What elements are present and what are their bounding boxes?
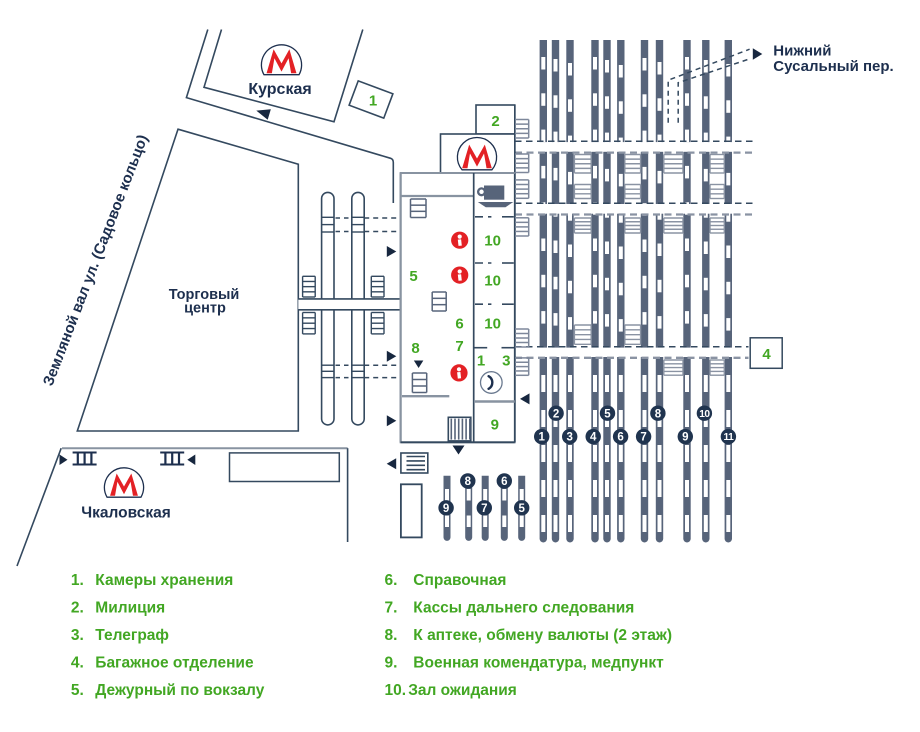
svg-text:2.: 2. xyxy=(71,600,84,617)
svg-text:11: 11 xyxy=(724,432,735,443)
svg-text:4.: 4. xyxy=(71,655,84,672)
svg-text:5.: 5. xyxy=(71,682,84,699)
svg-text:7: 7 xyxy=(455,338,463,355)
svg-text:Дежурный по вокзалу: Дежурный по вокзалу xyxy=(95,682,264,699)
svg-text:5: 5 xyxy=(604,408,611,420)
svg-text:Нижний: Нижний xyxy=(773,42,831,59)
svg-text:1: 1 xyxy=(538,432,545,444)
svg-text:10: 10 xyxy=(484,233,501,250)
svg-text:8: 8 xyxy=(465,476,472,488)
svg-text:Кассы дальнего следования: Кассы дальнего следования xyxy=(413,600,634,617)
svg-text:центр: центр xyxy=(184,301,226,317)
svg-text:Справочная: Справочная xyxy=(413,572,506,589)
svg-text:10: 10 xyxy=(484,315,501,332)
svg-text:5: 5 xyxy=(518,503,525,515)
svg-text:К аптеке, обмену валюты (2 эта: К аптеке, обмену валюты (2 этаж) xyxy=(413,627,672,644)
svg-text:4: 4 xyxy=(590,432,597,444)
svg-text:7: 7 xyxy=(481,503,487,515)
svg-text:Багажное отделение: Багажное отделение xyxy=(95,655,254,672)
svg-text:Телеграф: Телеграф xyxy=(95,627,169,644)
svg-text:10: 10 xyxy=(699,409,710,420)
svg-text:6: 6 xyxy=(501,476,507,488)
svg-text:9.: 9. xyxy=(385,655,398,672)
svg-text:9: 9 xyxy=(682,432,688,444)
svg-text:1: 1 xyxy=(369,92,377,109)
svg-text:8: 8 xyxy=(655,408,662,420)
svg-text:Сусальный пер.: Сусальный пер. xyxy=(773,58,893,75)
svg-text:9: 9 xyxy=(491,416,499,433)
svg-text:2: 2 xyxy=(553,408,559,420)
svg-text:2: 2 xyxy=(491,113,499,130)
svg-text:3: 3 xyxy=(502,353,510,370)
svg-text:8.: 8. xyxy=(385,627,398,644)
svg-text:9: 9 xyxy=(443,503,449,515)
svg-text:Зал ожидания: Зал ожидания xyxy=(408,682,517,699)
svg-text:3.: 3. xyxy=(71,627,84,644)
svg-text:8: 8 xyxy=(411,340,419,357)
svg-text:10: 10 xyxy=(484,273,501,290)
svg-text:6.: 6. xyxy=(385,572,398,589)
svg-text:10.: 10. xyxy=(385,682,407,699)
svg-text:5: 5 xyxy=(409,268,417,285)
svg-text:Чкаловская: Чкаловская xyxy=(81,505,171,522)
svg-text:6: 6 xyxy=(617,432,623,444)
svg-text:7.: 7. xyxy=(385,600,398,617)
svg-text:Торговый: Торговый xyxy=(169,287,240,303)
svg-text:1: 1 xyxy=(477,353,485,370)
svg-text:6: 6 xyxy=(455,316,463,333)
svg-text:1.: 1. xyxy=(71,572,84,589)
svg-text:Камеры хранения: Камеры хранения xyxy=(95,572,233,589)
svg-text:Военная комендатура, медпункт: Военная комендатура, медпункт xyxy=(413,655,664,672)
svg-text:Милиция: Милиция xyxy=(95,600,165,617)
svg-text:4: 4 xyxy=(762,346,771,363)
svg-text:3: 3 xyxy=(566,432,572,444)
svg-text:7: 7 xyxy=(640,432,646,444)
svg-text:Курская: Курская xyxy=(248,81,311,98)
